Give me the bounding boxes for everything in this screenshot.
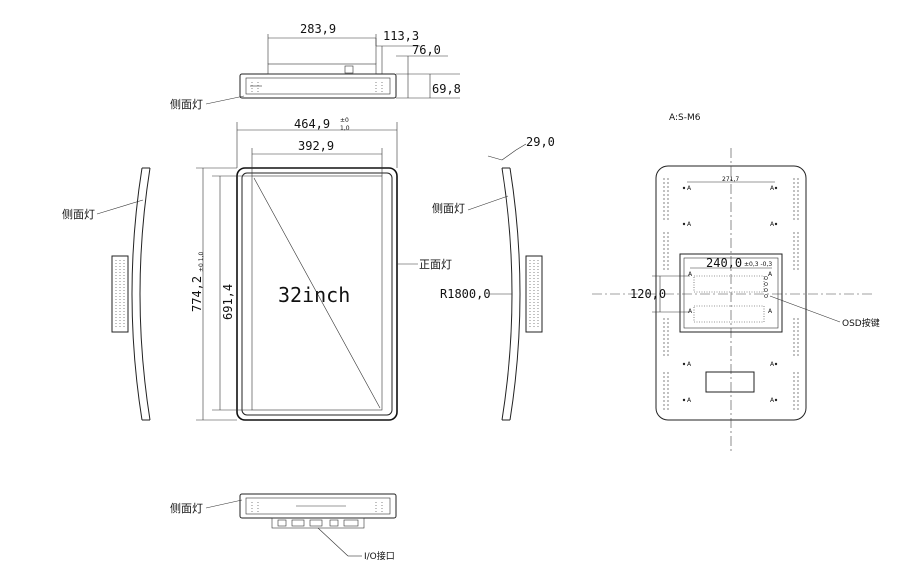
hole-label: A	[768, 308, 773, 315]
right-rear-housing	[525, 255, 543, 333]
front-width-tol-bottom: 1,0	[340, 125, 350, 132]
hole-label: A	[688, 271, 693, 278]
top-spacing-dim: 271,7	[722, 176, 739, 183]
top-depth-dim: 69,8	[432, 82, 461, 96]
osd-label: OSD按键	[842, 317, 880, 329]
bottom-view: 侧面灯 I/O接口	[170, 493, 397, 562]
top-view: 283,9 113,3 76,0 69,8 侧面灯	[170, 22, 461, 111]
front-bezel	[236, 167, 398, 421]
front-width-dim: 464,9	[294, 117, 330, 131]
left-side-view: 侧面灯	[62, 167, 151, 421]
top-side-light-label: 侧面灯	[170, 98, 203, 111]
bottom-view-inner	[245, 497, 391, 515]
screen-height-dim: 691,4	[221, 284, 235, 320]
front-height-tol: ±0 1,0	[198, 252, 205, 272]
front-height-dim: 774,2	[190, 276, 204, 312]
radius-dim: R1800,0	[440, 287, 491, 301]
hole-label: A	[687, 397, 692, 404]
mount-note: A:S-M6	[669, 113, 701, 123]
front-light-label: 正面灯	[419, 258, 452, 271]
top-offset-dim: 113,3	[383, 29, 419, 43]
front-view: 32inch 464,9 ±0 1,0 392,9 774,2 ±0 1,0 6…	[190, 117, 452, 421]
top-view-connector	[344, 65, 354, 74]
top-view-inner	[245, 77, 391, 95]
vesa-width-tol: ±0,3 -0,3	[744, 261, 772, 268]
front-width-tol-top: ±0	[340, 117, 349, 124]
top-width-dim: 283,9	[300, 22, 336, 36]
io-port	[291, 519, 305, 527]
io-port	[309, 519, 323, 527]
vesa-plate	[679, 253, 783, 333]
hole-label: A	[770, 221, 775, 228]
right-side-light-label: 侧面灯	[432, 202, 465, 215]
front-screen	[251, 175, 383, 411]
osd-buttons	[764, 276, 768, 298]
hole-label: A	[687, 361, 692, 368]
top-view-body	[239, 73, 397, 99]
io-port	[277, 519, 287, 527]
rear-vent-slots	[663, 178, 799, 412]
top-view-raised-panel	[267, 63, 377, 75]
hole-label: A	[687, 185, 692, 192]
screen-size-label: 32inch	[278, 283, 350, 307]
left-rear-housing	[111, 255, 129, 333]
front-bezel-inner	[241, 172, 393, 416]
vesa-vent-bottom	[693, 305, 765, 323]
screen-diagonal	[253, 177, 381, 409]
mounting-holes	[682, 186, 778, 402]
bottom-side-light-label: 侧面灯	[170, 502, 203, 515]
top-depth-inner-dim: 76,0	[412, 43, 441, 57]
io-port	[343, 519, 359, 527]
io-label: I/O接口	[364, 550, 395, 562]
vesa-height-dim: 120,0	[630, 287, 666, 301]
hole-label: A	[770, 185, 775, 192]
rear-io-cutout	[705, 371, 755, 393]
screen-width-dim: 392,9	[298, 139, 334, 153]
vesa-plate-inner	[683, 257, 779, 329]
right-side-view: 29,0 侧面灯 R1800,0	[432, 135, 555, 421]
hole-label: A	[768, 271, 773, 278]
io-port	[329, 519, 339, 527]
hole-label: A	[770, 397, 775, 404]
vesa-width-dim: 240,0	[706, 256, 742, 270]
thickness-dim: 29,0	[526, 135, 555, 149]
hole-label: A	[770, 361, 775, 368]
rear-view: A:S-M6 271,7 A A A	[592, 113, 880, 452]
vesa-vent-top	[693, 275, 765, 293]
hole-label: A	[687, 221, 692, 228]
hole-label: A	[688, 308, 693, 315]
left-side-light-label: 侧面灯	[62, 208, 95, 221]
